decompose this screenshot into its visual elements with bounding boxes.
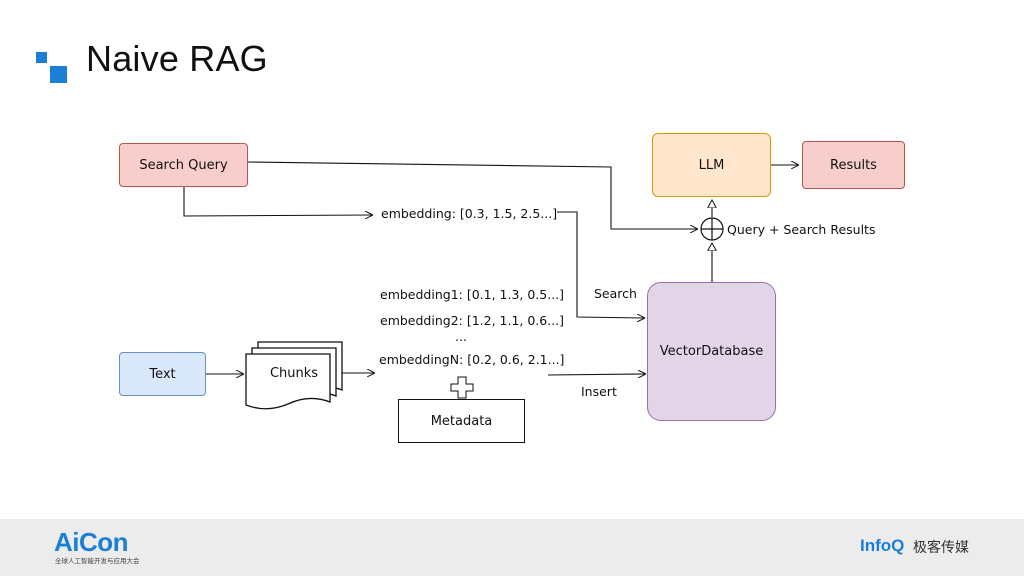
arrow-insert — [547, 374, 645, 375]
llm-node: LLM — [652, 133, 771, 197]
logo-square-large — [50, 66, 67, 83]
arrow-query-to-embedding — [183, 187, 372, 216]
combine-icon — [700, 217, 724, 241]
query-embedding-label: embedding: [0.3, 1.5, 2.5...] — [381, 206, 558, 221]
aicon-logo: AiCon — [54, 527, 129, 557]
text-node: Text — [119, 352, 206, 396]
ellipsis-label: ... — [455, 329, 467, 344]
combine-label: Query + Search Results — [727, 222, 876, 237]
logo-square-small — [36, 52, 47, 63]
infoq-logo: InfoQ — [860, 536, 905, 555]
search-label: Search — [594, 286, 637, 301]
aicon-subtitle: 全球人工智能开发与应用大会 — [55, 557, 140, 565]
embeddingN-label: embeddingN: [0.2, 0.6, 2.1...] — [379, 352, 565, 367]
footer-bar — [0, 519, 1024, 576]
embedding2-label: embedding2: [1.2, 1.1, 0.6...] — [380, 313, 565, 328]
plus-icon — [450, 376, 474, 399]
arrow-query-to-combine — [247, 161, 697, 229]
insert-label: Insert — [581, 384, 617, 399]
infoq-cn-logo: 极客传媒 — [913, 540, 969, 556]
metadata-node: Metadata — [398, 399, 525, 443]
results-node: Results — [802, 141, 905, 189]
chunks-label: Chunks — [269, 365, 319, 381]
search-query-node: Search Query — [119, 143, 248, 187]
slide-title: Naive RAG — [86, 38, 268, 79]
embedding1-label: embedding1: [0.1, 1.3, 0.5...] — [380, 287, 565, 302]
arrow-embedding-search — [557, 211, 644, 318]
vector-database-node: VectorDatabase — [647, 282, 776, 421]
chunks-doc-stack — [245, 341, 343, 410]
